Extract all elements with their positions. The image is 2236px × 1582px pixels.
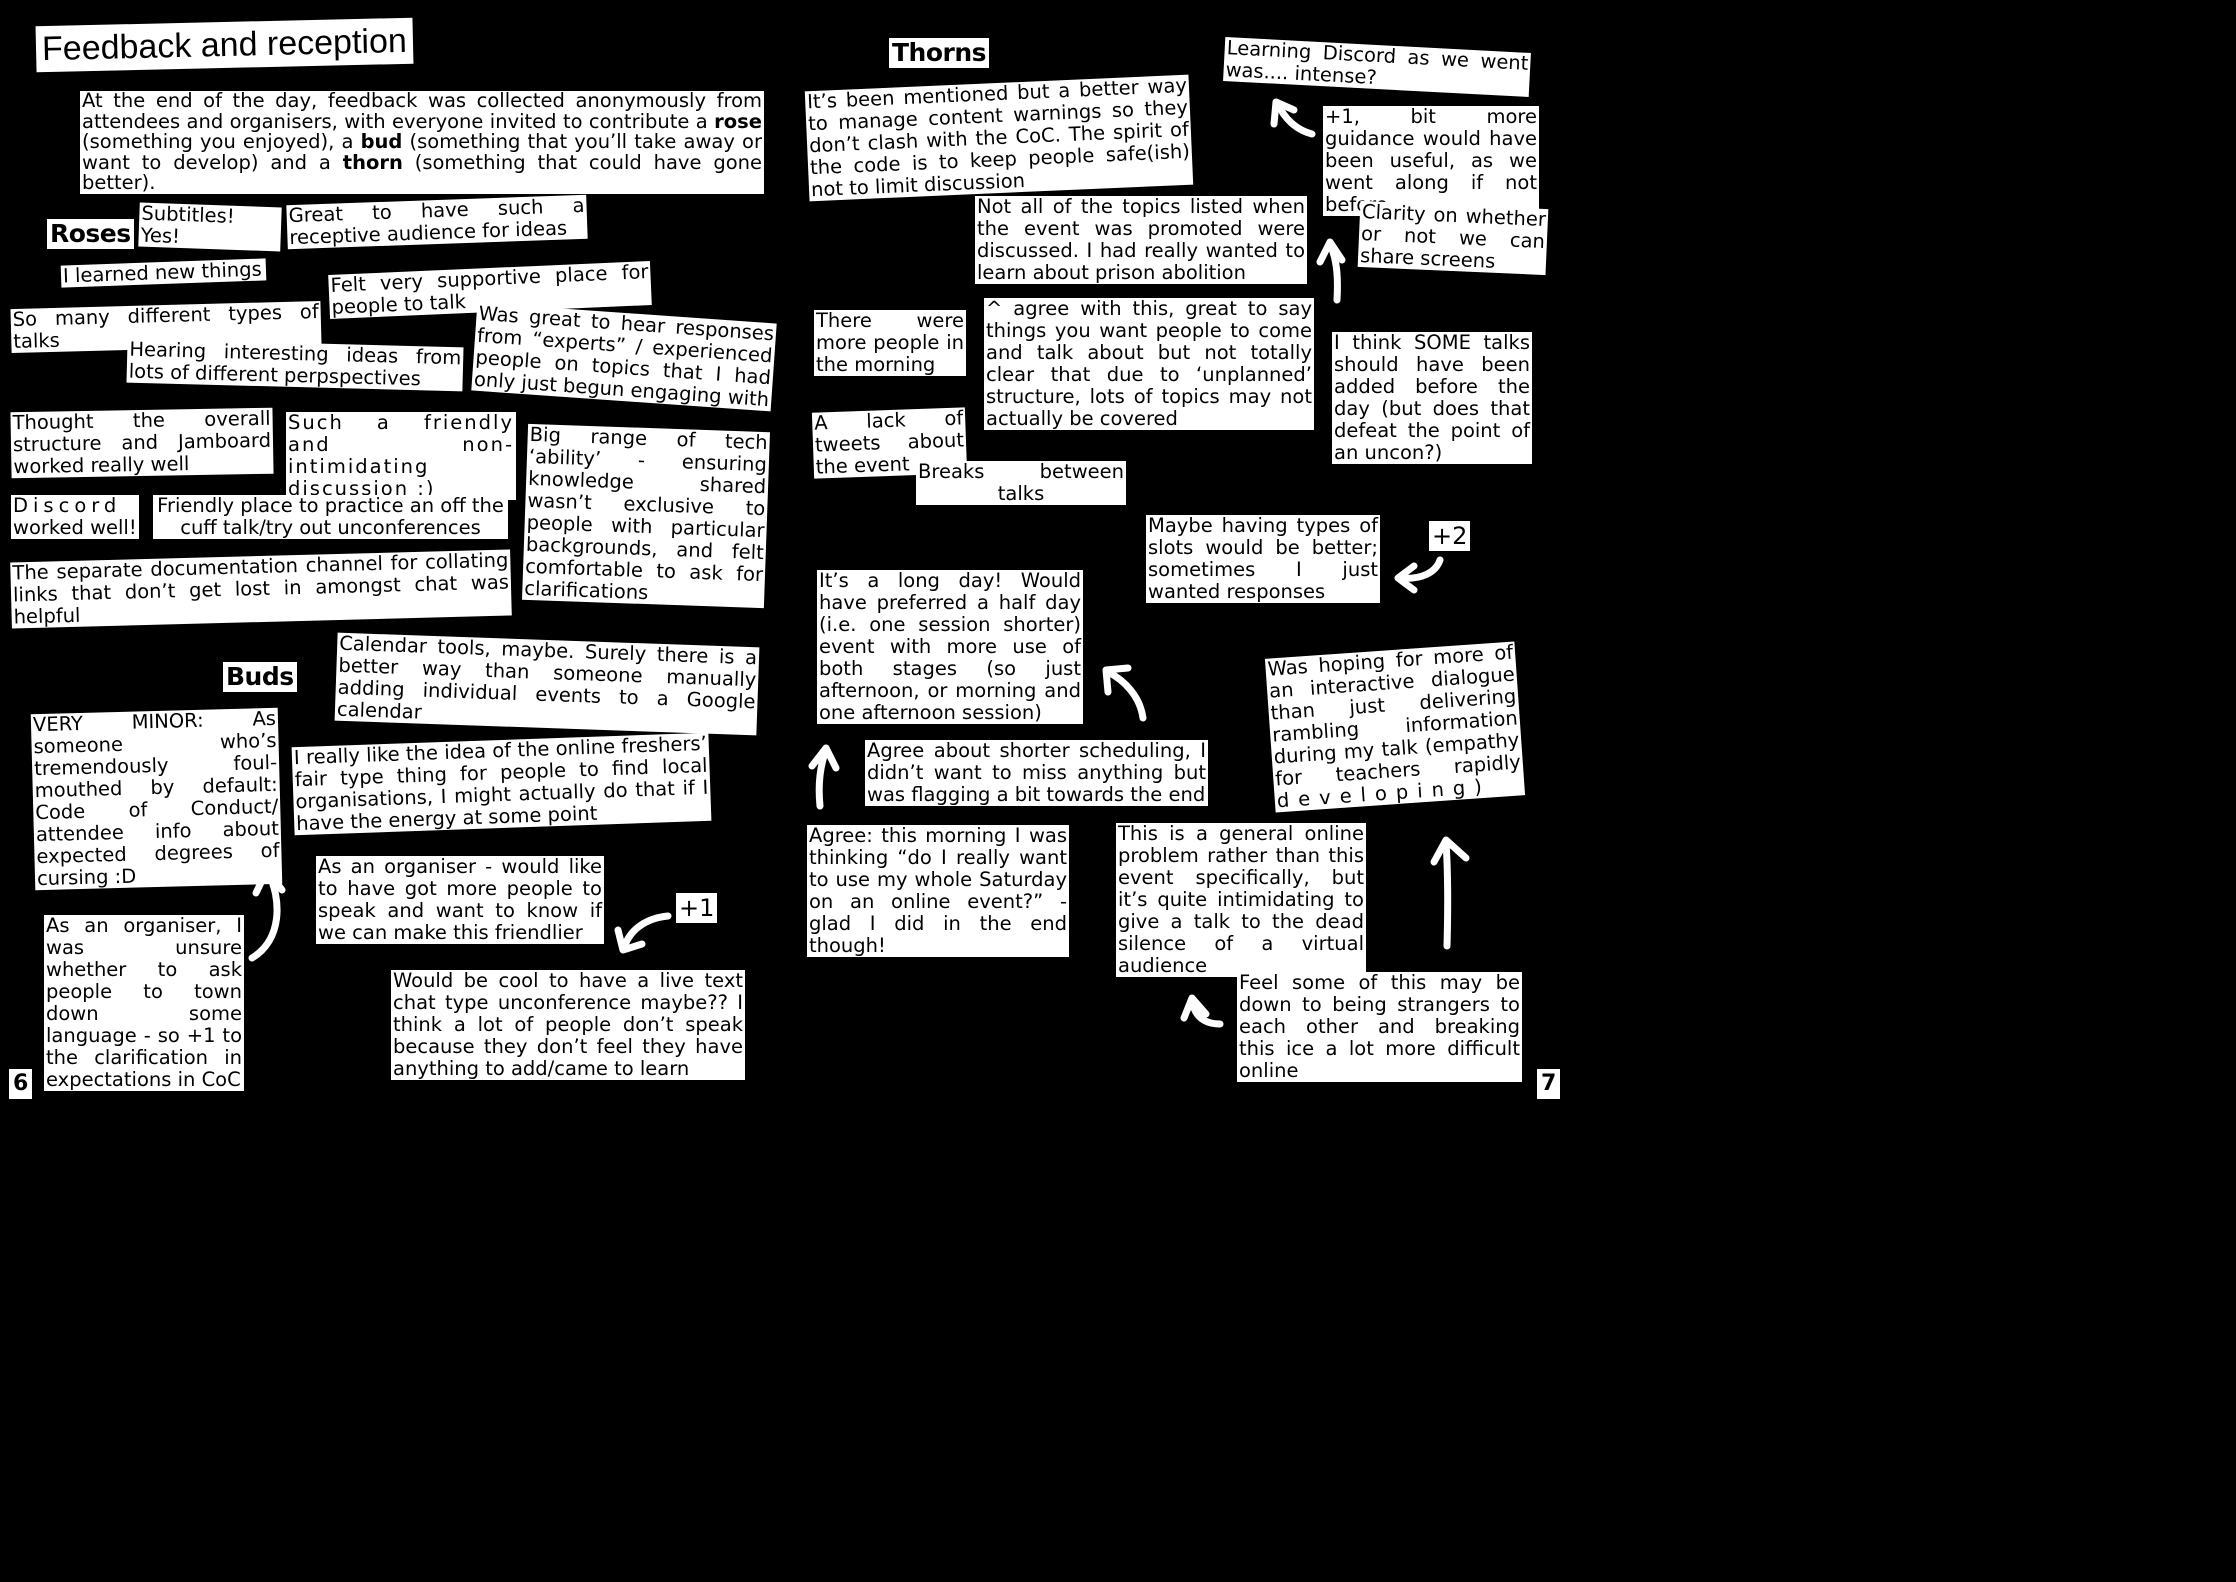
arrow-icon — [1270, 98, 1298, 128]
bud-note: VERY MINOR: As someone who’s tremendousl… — [30, 707, 283, 891]
arrow-icon — [1102, 664, 1132, 696]
heading-buds: Buds — [223, 662, 297, 692]
rose-note-line: Discord — [13, 494, 122, 517]
rose-note: Subtitles! Yes! — [138, 202, 282, 252]
rose-note: Hearing interesting ideas from lots of d… — [126, 337, 464, 392]
intro-text: (something that could have gone better). — [82, 150, 762, 194]
thorn-note: Clarity on whether or not we can share s… — [1357, 200, 1549, 276]
heading-thorns: Thorns — [889, 38, 990, 68]
plus-two-tag: +2 — [1429, 521, 1471, 551]
thorn-note: ^ agree with this, great to say things y… — [984, 297, 1314, 430]
thorn-note-text: Was hoping for more of an interactive di… — [1266, 640, 1522, 791]
thorn-note: This is a general online problem rather … — [1116, 822, 1366, 977]
thorn-note: Learning Discord as we went was.... inte… — [1223, 36, 1531, 97]
heading-roses: Roses — [47, 219, 134, 249]
rose-note: I learned new things — [60, 258, 267, 288]
bud-note: As an organiser, I was unsure whether to… — [44, 914, 244, 1091]
thorn-note-text: ) — [1473, 775, 1483, 799]
rose-note: Friendly place to practice an off the cu… — [153, 495, 508, 539]
intro-thorn: thorn — [342, 150, 403, 174]
intro-rose: rose — [714, 109, 762, 133]
thorn-note: Agree about shorter scheduling, I didn’t… — [865, 739, 1208, 806]
arrow-icon — [1442, 838, 1452, 950]
arrow-icon — [1394, 562, 1418, 594]
arrow-icon — [815, 746, 830, 810]
rose-note: Was great to hear responses from “expert… — [471, 301, 777, 412]
thorn-note: I think SOME talks should have been adde… — [1332, 331, 1532, 464]
arrow-icon — [1188, 996, 1224, 1028]
rose-note: Such a friendly and non-intimidating dis… — [286, 411, 516, 500]
intro-bud: bud — [360, 130, 403, 153]
arrow-icon — [1326, 240, 1341, 304]
thorn-note: Breaks between talks — [916, 460, 1126, 505]
arrow-icon — [1430, 836, 1470, 866]
thorn-note: There were more people in the morning — [814, 309, 966, 376]
page-title: Feedback and reception — [35, 17, 414, 73]
arrow-icon — [1104, 668, 1147, 722]
page-number-left: 6 — [9, 1069, 33, 1099]
page-number-right: 7 — [1537, 1069, 1561, 1099]
rose-note: The separate documentation channel for c… — [10, 549, 512, 629]
thorn-note: Was hoping for more of an interactive di… — [1264, 640, 1526, 813]
intro-paragraph: At the end of the day, feedback was coll… — [80, 89, 764, 194]
rose-note: Great to have such a receptive audience … — [286, 194, 588, 250]
bud-note: As an organiser - would like to have got… — [316, 855, 604, 944]
thorn-note: Maybe having types of slots would be bet… — [1146, 514, 1380, 603]
intro-text: (something that you’ll take away or want… — [82, 130, 762, 174]
rose-note: Thought the overall structure and Jamboa… — [10, 407, 274, 479]
bud-note: I really like the idea of the online fre… — [291, 732, 712, 836]
thorn-note: Agree: this morning I was thinking “do I… — [807, 824, 1069, 957]
arrow-icon — [620, 912, 672, 952]
rose-note: Discord worked well! — [11, 495, 139, 539]
plus-one-tag: +1 — [676, 893, 718, 923]
thorn-note: +1, bit more guidance would have been us… — [1323, 105, 1539, 216]
intro-text: At the end of the day, feedback was coll… — [82, 89, 762, 133]
arrow-icon — [1396, 556, 1444, 582]
arrow-icon — [1180, 994, 1210, 1022]
thorn-note: It’s been mentioned but a better way to … — [804, 74, 1194, 202]
thorn-note: Feel some of this may be down to being s… — [1237, 971, 1522, 1082]
thorn-note: Not all of the topics listed when the ev… — [975, 195, 1307, 284]
arrow-icon — [248, 868, 281, 962]
arrow-icon — [808, 744, 840, 772]
rose-note-line: worked well! — [13, 516, 137, 539]
rose-note: Big range of tech ‘ability’ - ensuring k… — [522, 423, 770, 609]
arrow-icon — [1316, 238, 1346, 266]
bud-note: Would be cool to have a live text chat t… — [391, 969, 745, 1080]
intro-text: (something you enjoyed), a — [82, 130, 361, 153]
arrow-icon — [614, 926, 646, 954]
arrow-icon — [1274, 100, 1316, 138]
thorn-note: It’s a long day! Would have preferred a … — [817, 569, 1083, 724]
bud-note: Calendar tools, maybe. Surely there is a… — [334, 632, 760, 736]
